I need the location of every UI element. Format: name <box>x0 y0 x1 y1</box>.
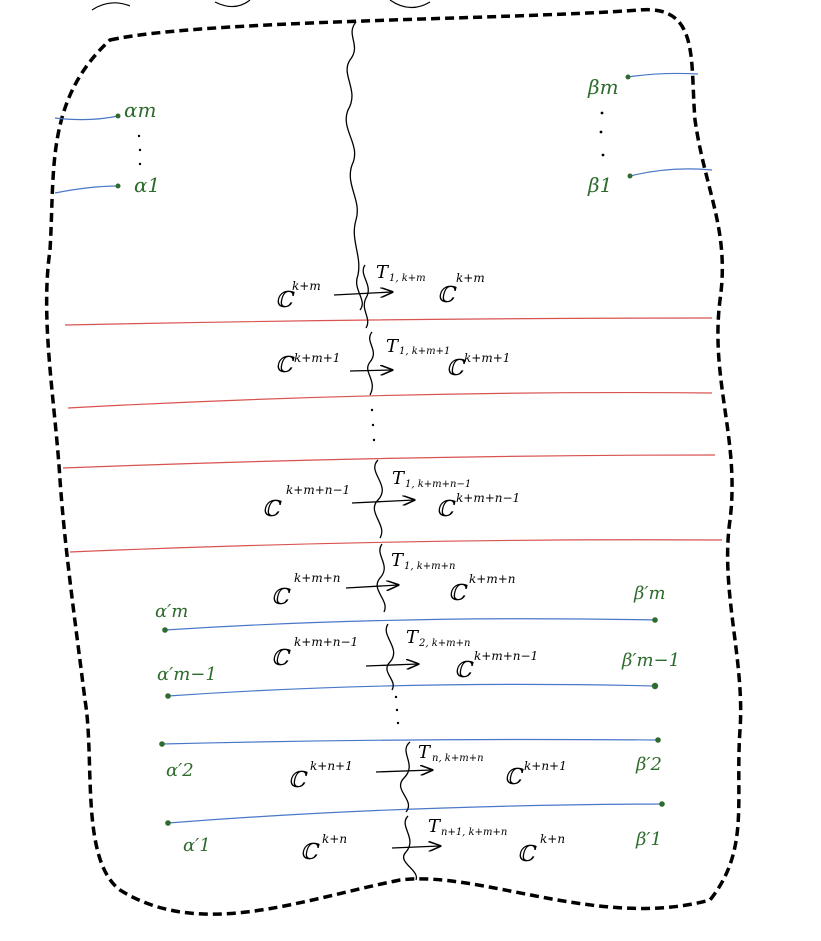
map-subscript: 1, k+m+n <box>404 561 455 572</box>
left-space-exponent: k+m <box>292 279 321 293</box>
map-label: T <box>418 742 432 763</box>
map-label: T <box>428 816 442 837</box>
left-space: ℂ <box>275 353 295 378</box>
map-label: T <box>376 262 390 283</box>
right-space: ℂ <box>517 842 537 867</box>
label-beta-prime-2: β′2 <box>635 754 662 775</box>
label-alpha-1: α1 <box>134 173 160 197</box>
label-alpha-prime-m: α′m <box>155 601 188 622</box>
region-k-m: ℂ k+m ℂ k+m T 1, k+m <box>275 262 485 313</box>
left-space: ℂ <box>271 585 291 610</box>
right-space: ℂ <box>446 356 466 381</box>
map-label: T <box>391 550 405 571</box>
blue-line-endpoints <box>159 617 665 826</box>
right-space: ℂ <box>504 765 524 790</box>
map-subscript: n+1, k+m+n <box>441 827 507 838</box>
upper-wavy-cut <box>345 21 363 311</box>
left-space: ℂ <box>262 497 282 522</box>
map-label: T <box>386 336 400 357</box>
right-space: ℂ <box>448 581 468 606</box>
left-space-exponent: k+m+n−1 <box>286 483 350 497</box>
label-beta-prime-m-1: β′m−1 <box>621 650 680 671</box>
blue-lower-lines <box>161 618 663 824</box>
right-space-exponent: k+m <box>456 271 485 285</box>
left-space-exponent: k+n+1 <box>310 759 353 773</box>
left-space: ℂ <box>275 288 295 313</box>
middle-dots <box>370 408 400 725</box>
left-space: ℂ <box>288 768 308 793</box>
label-alpha-prime-2: α′2 <box>166 760 194 781</box>
region-k-m-n: ℂ k+m+n ℂ k+m+n T 1, k+m+n <box>271 550 516 610</box>
right-space-exponent: k+n+1 <box>524 759 567 773</box>
wavy-cuts <box>362 264 417 881</box>
region-k-m-1: ℂ k+m+1 ℂ k+m+1 T 1, k+m+1 <box>275 336 510 381</box>
left-space-exponent: k+n <box>322 832 347 846</box>
map-label: T <box>392 468 406 489</box>
dashed-boundary <box>44 8 743 916</box>
left-space: ℂ <box>300 840 320 865</box>
label-alpha-prime-m-1: α′m−1 <box>157 664 217 685</box>
right-space: ℂ <box>437 283 457 308</box>
left-space: ℂ <box>271 646 291 671</box>
map-subscript: n, k+m+n <box>432 753 484 764</box>
right-space: ℂ <box>436 497 456 522</box>
red-lines <box>62 317 723 553</box>
right-space-exponent: k+m+n <box>469 572 516 586</box>
right-space-exponent: k+n <box>540 832 565 846</box>
label-alpha-m: αm <box>124 98 156 122</box>
label-alpha-prime-1: α′1 <box>183 835 211 856</box>
blue-strand-endpoints <box>115 74 633 189</box>
right-space-exponent: k+m+n−1 <box>474 649 538 663</box>
right-space-exponent: k+m+n−1 <box>456 491 520 505</box>
label-beta-prime-m: β′m <box>633 583 666 604</box>
map-subscript: 1, k+m+n−1 <box>405 479 471 490</box>
map-label: T <box>406 627 420 648</box>
left-space-exponent: k+m+1 <box>294 351 340 365</box>
region-k-m-n-1-lower: ℂ k+m+n−1 ℂ k+m+n−1 T 2, k+m+n <box>271 627 538 683</box>
boundary-dots <box>137 111 605 166</box>
left-space-exponent: k+m+n <box>294 571 341 585</box>
right-space: ℂ <box>454 658 474 683</box>
blue-boundary-strands <box>54 72 713 194</box>
region-k-n-1: ℂ k+n+1 ℂ k+n+1 T n, k+m+n <box>288 742 567 793</box>
left-space-exponent: k+m+n−1 <box>294 635 358 649</box>
label-beta-m: βm <box>587 75 619 99</box>
label-beta-1: β1 <box>587 173 612 197</box>
label-beta-prime-1: β′1 <box>635 829 662 850</box>
right-space-exponent: k+m+1 <box>464 351 510 365</box>
map-subscript: 1, k+m+1 <box>399 346 450 357</box>
map-subscript: 2, k+m+n <box>418 638 470 649</box>
top-cropped-scribble <box>91 0 431 11</box>
map-arrows <box>333 292 440 848</box>
region-k-m-n-1: ℂ k+m+n−1 ℂ k+m+n−1 T 1, k+m+n−1 <box>262 468 520 522</box>
region-k-n: ℂ k+n ℂ k+n T n+1, k+m+n <box>300 816 565 867</box>
map-subscript: 1, k+m <box>389 273 426 284</box>
